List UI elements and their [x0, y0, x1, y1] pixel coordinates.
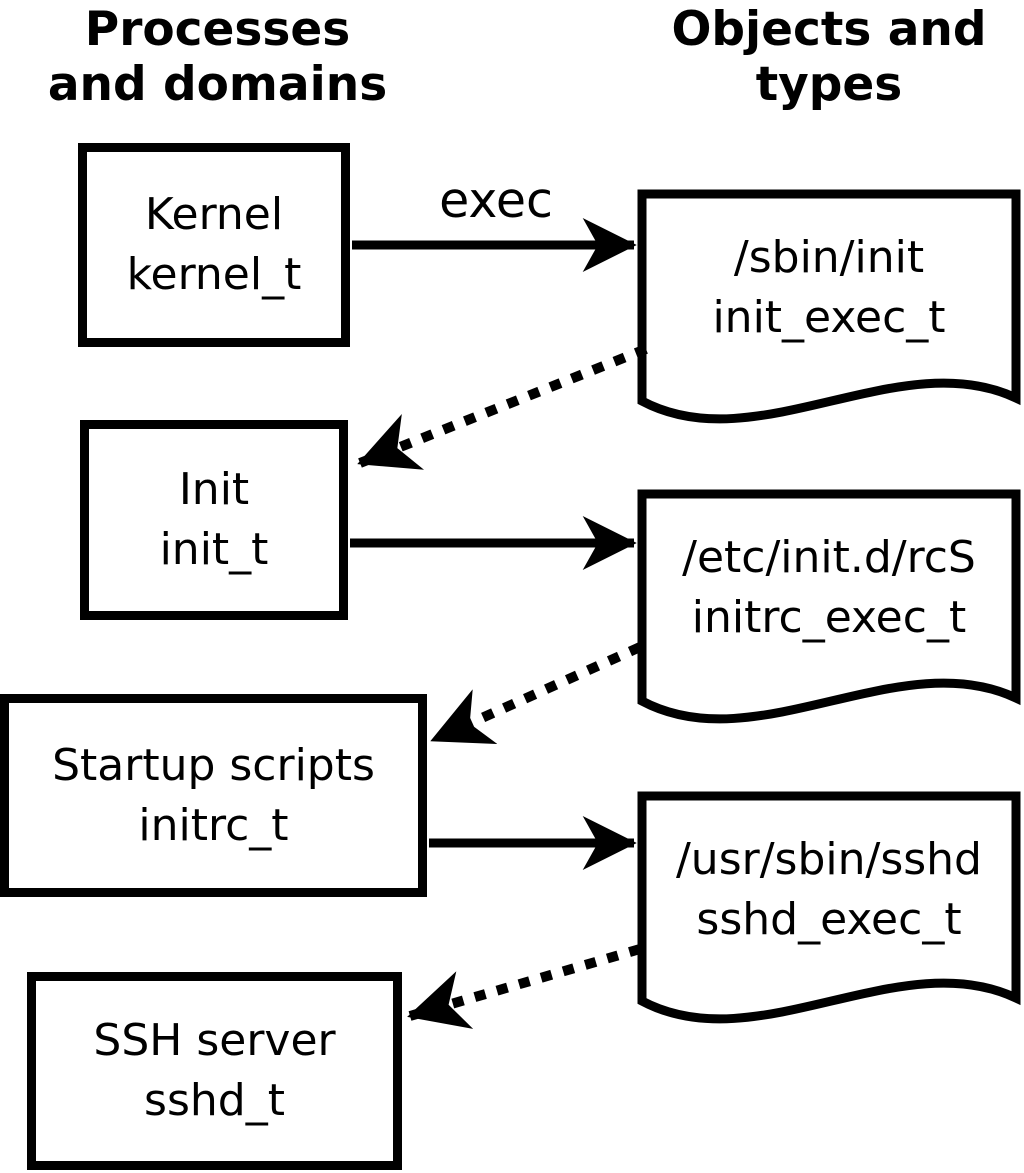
- column-heading-processes-line2: and domains: [47, 56, 388, 112]
- column-heading-objects-line2: types: [755, 56, 903, 112]
- transition-arrow-init-exec-to-init-t: [357, 344, 648, 470]
- exec-arrow-label: exec: [439, 172, 553, 229]
- object-label-sbin-init: /sbin/init init_exec_t: [640, 190, 1018, 386]
- process-box-kernel: Kernel kernel_t: [78, 143, 350, 347]
- process-box-startup-scripts: Startup scripts initrc_t: [0, 694, 427, 897]
- object-type: init_exec_t: [712, 292, 946, 343]
- process-domain: kernel_t: [126, 249, 302, 300]
- process-domain: initrc_t: [138, 799, 289, 851]
- object-type: initrc_exec_t: [691, 592, 967, 643]
- column-heading-objects: Objects and types: [635, 2, 1023, 112]
- process-domain: sshd_t: [144, 1075, 285, 1126]
- process-name: Init: [178, 464, 250, 516]
- process-name: Startup scripts: [52, 739, 375, 791]
- object-path: /usr/sbin/sshd: [675, 834, 982, 886]
- process-box-ssh-server: SSH server sshd_t: [27, 972, 402, 1170]
- object-path: /sbin/init: [733, 232, 925, 284]
- process-box-init: Init init_t: [80, 420, 348, 620]
- transition-arrow-sshd-exec-to-sshd-t: [407, 944, 642, 1029]
- object-label-usr-sbin-sshd: /usr/sbin/sshd sshd_exec_t: [640, 792, 1018, 988]
- process-domain: init_t: [159, 524, 269, 575]
- process-name: SSH server: [93, 1015, 336, 1067]
- transition-arrow-initrc-exec-to-initrc-t: [430, 642, 643, 745]
- object-label-etc-initd-rcs: /etc/init.d/rcS initrc_exec_t: [640, 490, 1018, 686]
- document-shape-usr-sbin-sshd: [637, 791, 1021, 1024]
- column-heading-processes: Processes and domains: [0, 2, 435, 112]
- object-type: sshd_exec_t: [696, 894, 962, 945]
- document-shape-sbin-init: [637, 189, 1021, 424]
- column-heading-processes-line1: Processes: [84, 2, 351, 57]
- column-heading-objects-line1: Objects and: [671, 2, 987, 57]
- object-path: /etc/init.d/rcS: [682, 532, 976, 584]
- process-name: Kernel: [144, 189, 284, 241]
- document-shape-etc-initd-rcs: [637, 489, 1021, 724]
